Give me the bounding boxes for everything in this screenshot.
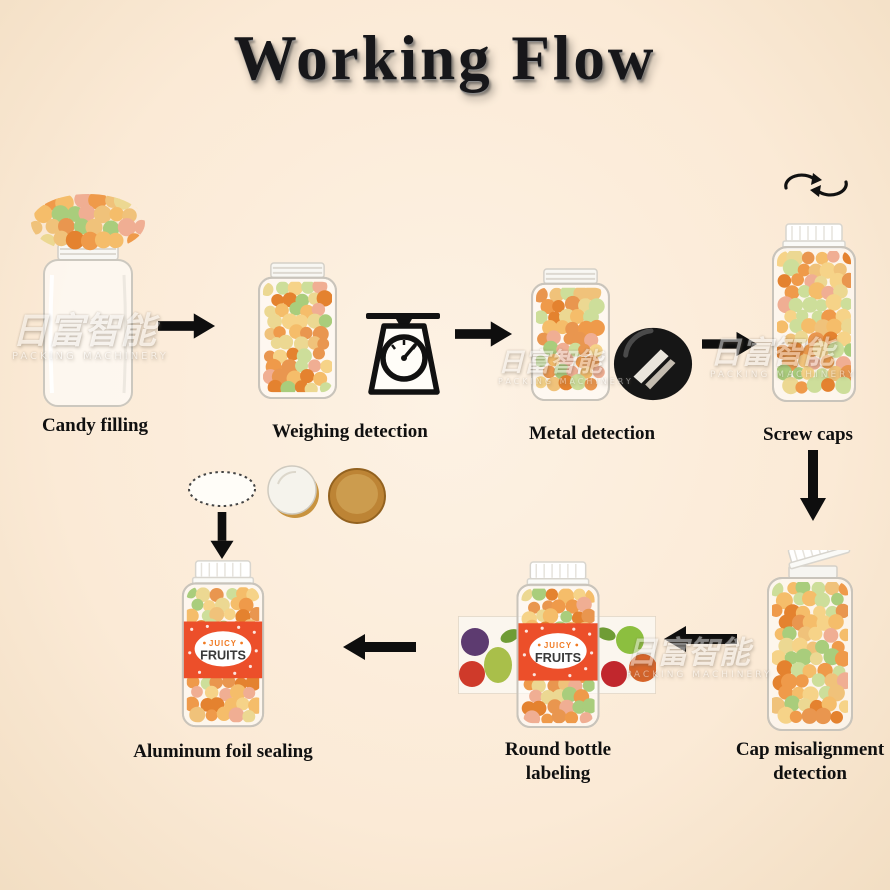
candy-jar-icon (258, 262, 337, 400)
label-round-bottle-labeling: Round bottle labeling (468, 738, 648, 786)
labeled-candy-jar-icon: JUICY FRUITS (516, 561, 600, 729)
label-metal-detection-text: Metal detection (528, 423, 656, 444)
fruit-illustration-left (459, 628, 520, 687)
jar-brand-top: JUICY (544, 641, 572, 650)
metal-detector-icon (613, 327, 693, 401)
metal-detector (612, 322, 694, 404)
scale-icon (366, 313, 440, 395)
arrow-down-icon (210, 512, 234, 560)
label-metal-detection: Metal detection (492, 422, 692, 446)
label-aluminum-foil-sealing: Aluminum foil sealing (103, 740, 343, 764)
label-cap-misalignment-line1: Cap misalignment (735, 739, 885, 760)
jar-label-band: JUICY FRUITS (517, 623, 599, 681)
arrow-right-icon (702, 331, 758, 357)
flow-arrow-down-2 (209, 512, 235, 560)
capped-candy-jar-icon (772, 223, 856, 402)
flow-arrow-right-1 (158, 312, 216, 340)
foil-seal-icon (328, 468, 386, 524)
label-aluminum-foil-sealing-text: Aluminum foil sealing (133, 741, 313, 762)
label-cap-misalignment-line2: detection (773, 762, 847, 784)
label-weighing-detection: Weighing detection (240, 420, 460, 444)
candy-burst (28, 192, 148, 254)
misaligned-cap (787, 550, 851, 570)
jar-brand-main: FRUITS (200, 648, 246, 663)
label-cap-misalignment: Cap misalignment detection (705, 738, 890, 786)
foil-seal-icon (188, 471, 256, 507)
arrow-right-icon (455, 321, 513, 347)
sealed-labeled-jar: JUICY FRUITS (178, 558, 268, 730)
filled-jar-weighing (255, 262, 340, 402)
filled-jar-metal (528, 268, 613, 404)
label-weighing-detection-text: Weighing detection (272, 421, 428, 442)
flow-arrow-down-1 (798, 450, 828, 522)
flow-arrow-right-3 (702, 330, 758, 358)
empty-jar (38, 243, 138, 408)
empty-jar-icon (43, 243, 133, 407)
candy-burst-icon (31, 194, 145, 251)
labeled-jar: JUICY FRUITS (512, 560, 604, 730)
foil-seal-dotted (185, 468, 259, 510)
label-round-bottle-line1: Round bottle (504, 739, 612, 760)
label-screw-caps: Screw caps (718, 423, 890, 447)
rotate-arrows-icon (784, 173, 848, 197)
label-candy-filling: Candy filling (15, 414, 175, 438)
tilted-cap-jar (763, 550, 863, 738)
label-candy-filling-text: Candy filling (41, 415, 149, 436)
weighing-scale (358, 308, 450, 400)
foil-seal-back (266, 464, 322, 520)
foil-seal-icon (267, 465, 319, 518)
arrow-left-icon (343, 634, 416, 660)
flow-arrow-left-1 (663, 624, 739, 654)
arrow-left-icon (664, 626, 737, 652)
page-title: Working Flow (233, 23, 657, 93)
label-screw-caps-text: Screw caps (763, 424, 853, 445)
rotation-arrows (780, 172, 852, 198)
foil-seal-gold (326, 466, 388, 526)
fruit-illustration-right (596, 626, 656, 687)
arrow-down-icon (800, 450, 826, 521)
capped-jar (768, 222, 860, 404)
tilted-cap-jar-icon (767, 550, 853, 731)
candy-jar-icon (531, 268, 610, 402)
jar-brand-top: JUICY (209, 639, 237, 648)
flow-arrow-left-2 (342, 632, 418, 662)
jar-brand-main: FRUITS (535, 650, 582, 665)
label-round-bottle-line2: labeling (525, 762, 591, 784)
arrow-right-icon (158, 313, 216, 339)
jar-label-band: JUICY FRUITS (182, 621, 264, 679)
flow-arrow-right-2 (455, 320, 513, 348)
labeled-candy-jar-icon: JUICY FRUITS (181, 560, 265, 728)
